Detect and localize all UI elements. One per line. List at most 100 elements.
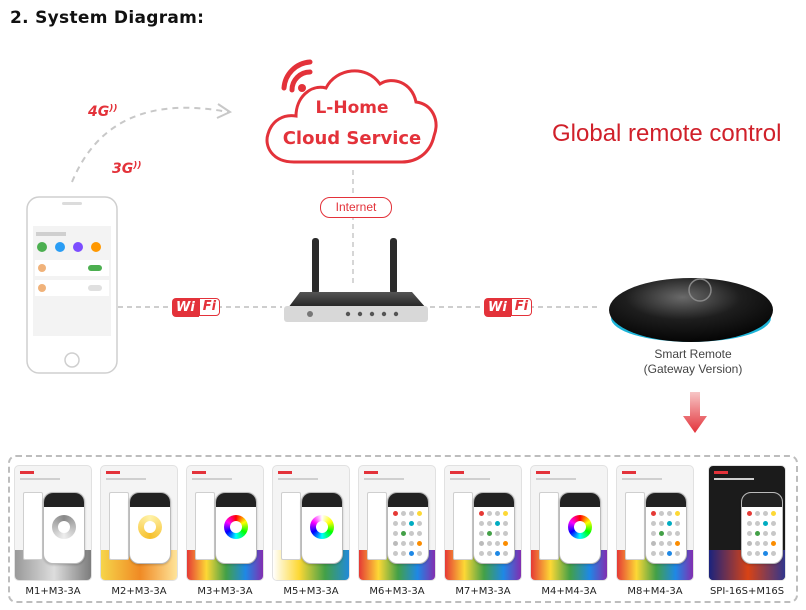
remote-header bbox=[216, 493, 256, 507]
remote-control-icon bbox=[301, 492, 343, 564]
mobile-to-cloud-arrowhead bbox=[216, 103, 233, 119]
remote-control-icon bbox=[559, 492, 601, 564]
remote-button bbox=[409, 511, 414, 516]
remote-header bbox=[474, 493, 514, 507]
remote-header bbox=[44, 493, 84, 507]
brand-logo bbox=[364, 471, 378, 474]
remote-control-icon bbox=[645, 492, 687, 564]
router-icon bbox=[284, 238, 428, 322]
color-wheel-icon bbox=[52, 515, 76, 539]
label-3g-text: 3G bbox=[112, 161, 134, 177]
remote-button bbox=[479, 511, 484, 516]
wheel-center bbox=[316, 521, 328, 533]
wifi-badge-left-wi: Wi bbox=[172, 297, 199, 317]
brand-logo bbox=[714, 471, 728, 474]
button-grid bbox=[393, 511, 423, 559]
down-arrow-icon bbox=[683, 392, 707, 433]
receiver-icon bbox=[539, 492, 559, 560]
remote-button bbox=[675, 511, 680, 516]
remote-button bbox=[771, 531, 776, 536]
product-package bbox=[14, 465, 92, 581]
remote-button bbox=[401, 541, 406, 546]
remote-button bbox=[659, 521, 664, 526]
product-package bbox=[530, 465, 608, 581]
brand-logo bbox=[20, 471, 34, 474]
product-card: M6+M3-3A bbox=[358, 465, 436, 597]
label-3g: 3G)) bbox=[112, 161, 141, 177]
remote-button bbox=[747, 521, 752, 526]
remote-button bbox=[747, 541, 752, 546]
remote-button bbox=[747, 551, 752, 556]
remote-button bbox=[747, 511, 752, 516]
remote-button bbox=[495, 541, 500, 546]
remote-button bbox=[659, 511, 664, 516]
remote-button bbox=[763, 531, 768, 536]
remote-button bbox=[417, 541, 422, 546]
receiver-icon bbox=[453, 492, 473, 560]
receiver-icon bbox=[625, 492, 645, 560]
remote-header bbox=[646, 493, 686, 507]
wheel-center bbox=[144, 521, 156, 533]
product-package bbox=[358, 465, 436, 581]
remote-button bbox=[651, 541, 656, 546]
smartphone-icon bbox=[26, 196, 118, 374]
remote-button bbox=[763, 521, 768, 526]
product-card: M4+M4-3A bbox=[530, 465, 608, 597]
wheel-center bbox=[230, 521, 242, 533]
remote-button bbox=[667, 551, 672, 556]
color-wheel-icon bbox=[310, 515, 334, 539]
color-wheel-icon bbox=[224, 515, 248, 539]
smart-remote-version: (Gateway Version) bbox=[643, 362, 743, 376]
brand-logo bbox=[622, 471, 636, 474]
product-card: M2+M3-3A bbox=[100, 465, 178, 597]
wifi-badge-right-wi: Wi bbox=[484, 297, 511, 317]
product-card: SPI-16S+M16S bbox=[708, 465, 786, 597]
remote-control-icon bbox=[473, 492, 515, 564]
remote-button bbox=[755, 521, 760, 526]
remote-button bbox=[393, 531, 398, 536]
remote-button bbox=[763, 541, 768, 546]
remote-control-icon bbox=[387, 492, 429, 564]
remote-button bbox=[763, 511, 768, 516]
remote-button bbox=[659, 541, 664, 546]
button-grid bbox=[651, 511, 681, 559]
product-label: M6+M3-3A bbox=[369, 586, 425, 597]
wheel-center bbox=[574, 521, 586, 533]
brand-logo bbox=[536, 471, 550, 474]
brand-logo bbox=[450, 471, 464, 474]
remote-button bbox=[393, 521, 398, 526]
color-wheel-icon bbox=[568, 515, 592, 539]
remote-button bbox=[417, 521, 422, 526]
remote-button bbox=[479, 531, 484, 536]
remote-button bbox=[401, 521, 406, 526]
remote-button bbox=[487, 531, 492, 536]
remote-button bbox=[495, 551, 500, 556]
remote-header bbox=[388, 493, 428, 507]
product-card: M5+M3-3A bbox=[272, 465, 350, 597]
remote-button bbox=[667, 511, 672, 516]
package-text-line bbox=[20, 478, 60, 480]
remote-header bbox=[302, 493, 342, 507]
remote-header bbox=[130, 493, 170, 507]
product-label: M8+M4-3A bbox=[627, 586, 683, 597]
cloud-icon bbox=[265, 59, 438, 164]
package-text-line bbox=[450, 478, 490, 480]
remote-button bbox=[755, 551, 760, 556]
product-card: M7+M3-3A bbox=[444, 465, 522, 597]
signal-icon: )) bbox=[109, 104, 118, 114]
remote-button bbox=[675, 531, 680, 536]
remote-button bbox=[659, 531, 664, 536]
brand-logo bbox=[278, 471, 292, 474]
remote-button bbox=[479, 521, 484, 526]
product-card: M3+M3-3A bbox=[186, 465, 264, 597]
remote-header bbox=[560, 493, 600, 507]
page-title: 2. System Diagram: bbox=[10, 8, 205, 28]
remote-button bbox=[401, 511, 406, 516]
remote-button bbox=[675, 541, 680, 546]
remote-control-icon bbox=[129, 492, 171, 564]
remote-button bbox=[675, 521, 680, 526]
remote-button bbox=[393, 541, 398, 546]
remote-button bbox=[755, 541, 760, 546]
receiver-icon bbox=[281, 492, 301, 560]
remote-button bbox=[667, 521, 672, 526]
